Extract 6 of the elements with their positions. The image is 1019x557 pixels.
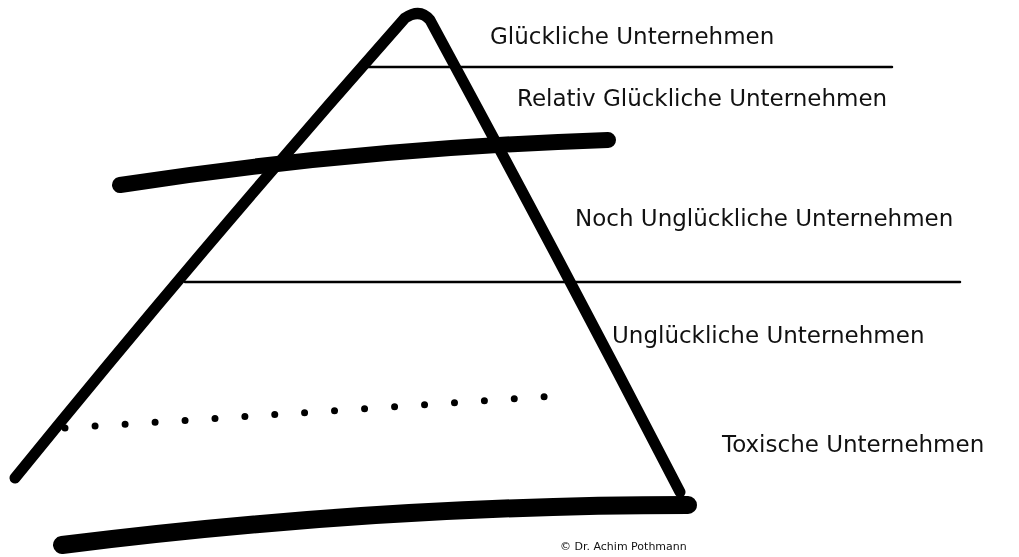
copyright-notice: © Dr. Achim Pothmann <box>560 541 687 554</box>
level-label: Toxische Unternehmen <box>722 432 985 458</box>
level-label: Noch Unglückliche Unternehmen <box>575 206 954 232</box>
level-label: Glückliche Unternehmen <box>490 24 775 50</box>
level-label: Unglückliche Unternehmen <box>612 323 925 349</box>
level-label: Relativ Glückliche Unternehmen <box>517 86 888 112</box>
